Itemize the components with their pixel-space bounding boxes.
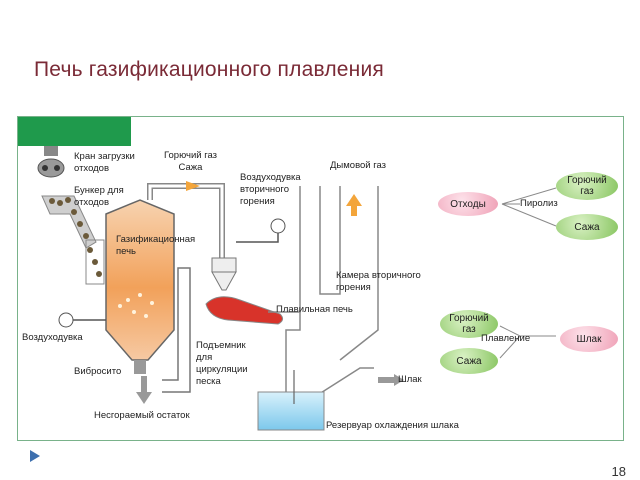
gasification-furnace <box>105 199 175 374</box>
cyclone <box>211 257 237 291</box>
scheme-label-melting: Плавление <box>481 333 531 344</box>
blower-icon <box>58 312 106 328</box>
secondary-blower-icon <box>236 218 286 243</box>
green-tab <box>18 117 131 146</box>
diagram-frame <box>17 116 624 441</box>
play-arrow-icon[interactable] <box>30 450 40 462</box>
page-number: 18 <box>611 464 626 479</box>
scheme-node-waste: Отходы <box>438 192 498 216</box>
label-gasification-furnace: Газификационная печь <box>116 234 196 257</box>
label-crane: Кран загрузки отходов <box>74 151 135 174</box>
label-melting-furnace: Плавильная печь <box>276 304 353 315</box>
scheme-node-soot-2: Сажа <box>440 348 498 374</box>
scheme-node-slag: Шлак <box>560 326 618 352</box>
scheme-lines <box>499 187 557 359</box>
label-vibrosieve: Вибросито <box>74 366 122 377</box>
scheme-node-soot: Сажа <box>556 214 618 240</box>
crane-icon <box>37 146 65 178</box>
scheme-label-pyrolysis: Пиролиз <box>520 198 558 209</box>
melting-furnace <box>205 296 284 325</box>
label-slag-tank: Резервуар охлаждения шлака <box>326 420 459 431</box>
scheme-node-fuel-gas-2: Горючий газ <box>440 310 498 338</box>
label-flue-gas: Дымовой газ <box>330 160 387 171</box>
scheme-node-fuel-gas: Горючий газ <box>556 172 618 200</box>
label-bunker: Бункер для отходов <box>74 185 124 208</box>
label-fuel-gas-soot: Горючий газ Сажа <box>164 150 217 173</box>
label-slag-out: Шлак <box>398 374 422 385</box>
slide-title: Печь газификационного плавления <box>34 58 384 81</box>
label-blower: Воздуходувка <box>22 332 83 343</box>
label-secondary-blower: Воздуходувка вторичного горения <box>240 172 301 207</box>
slag-cooling-tank <box>257 370 325 431</box>
secondary-chamber <box>268 186 379 396</box>
label-secondary-chamber: Камера вторичного горения <box>336 270 421 293</box>
bunker-icon <box>41 195 105 285</box>
label-residue: Несгораемый остаток <box>94 410 190 421</box>
label-sand-lift: Подъемник для циркуляции песка <box>196 340 248 387</box>
